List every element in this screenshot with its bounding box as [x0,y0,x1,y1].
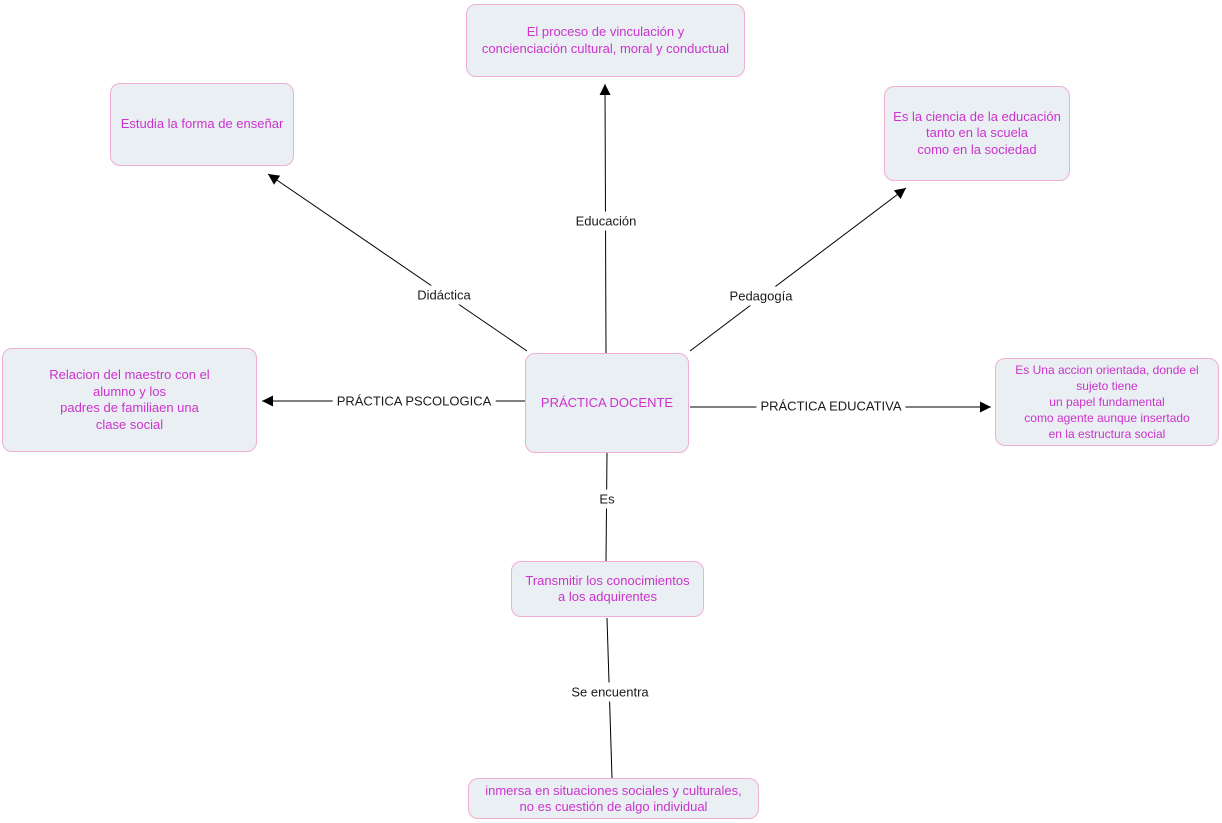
node-didactica-definition[interactable]: Estudia la forma de enseñar [110,83,294,166]
node-text: Transmitir los conocimientos a los adqui… [525,572,690,605]
node-practica-educativa-definition[interactable]: Es Una accion orientada, donde el sujeto… [995,358,1219,446]
node-text: PRÁCTICA DOCENTE [540,394,674,410]
link-label-practica-educativa[interactable]: PRÁCTICA EDUCATIVA [756,396,906,416]
node-educacion-definition[interactable]: El proceso de vinculación y concienciaci… [466,4,745,77]
node-text: Es Una accion orientada, donde el sujeto… [1015,363,1199,441]
node-text: El proceso de vinculación y concienciaci… [481,24,730,56]
link-label-didactica[interactable]: Didáctica [413,285,475,305]
node-text: inmersa en situaciones sociales y cultur… [485,782,742,814]
link-label-educacion[interactable]: Educación [571,211,641,231]
node-se-encuentra-definition[interactable]: inmersa en situaciones sociales y cultur… [468,778,759,819]
link-label-practica-psicologica[interactable]: PRÁCTICA PSCOLOGICA [332,391,496,411]
node-practica-docente[interactable]: PRÁCTICA DOCENTE [525,353,689,453]
link-label-pedagogia[interactable]: Pedagogía [725,286,797,306]
link-label-es[interactable]: Es [595,489,619,509]
node-pedagogia-definition[interactable]: Es la ciencia de la educación tanto en l… [884,86,1070,181]
node-text: Es la ciencia de la educación tanto en l… [893,108,1061,157]
node-text: Relacion del maestro con el alumno y los… [49,367,210,432]
node-text: Estudia la forma de enseñar [120,116,284,132]
edge-pedagogia-arrow [689,187,907,352]
edge-didactica-arrow [267,173,528,352]
link-label-se-encuentra[interactable]: Se encuentra [567,682,653,702]
node-practica-psicologica-definition[interactable]: Relacion del maestro con el alumno y los… [2,348,257,452]
node-es-definition[interactable]: Transmitir los conocimientos a los adqui… [511,561,704,617]
